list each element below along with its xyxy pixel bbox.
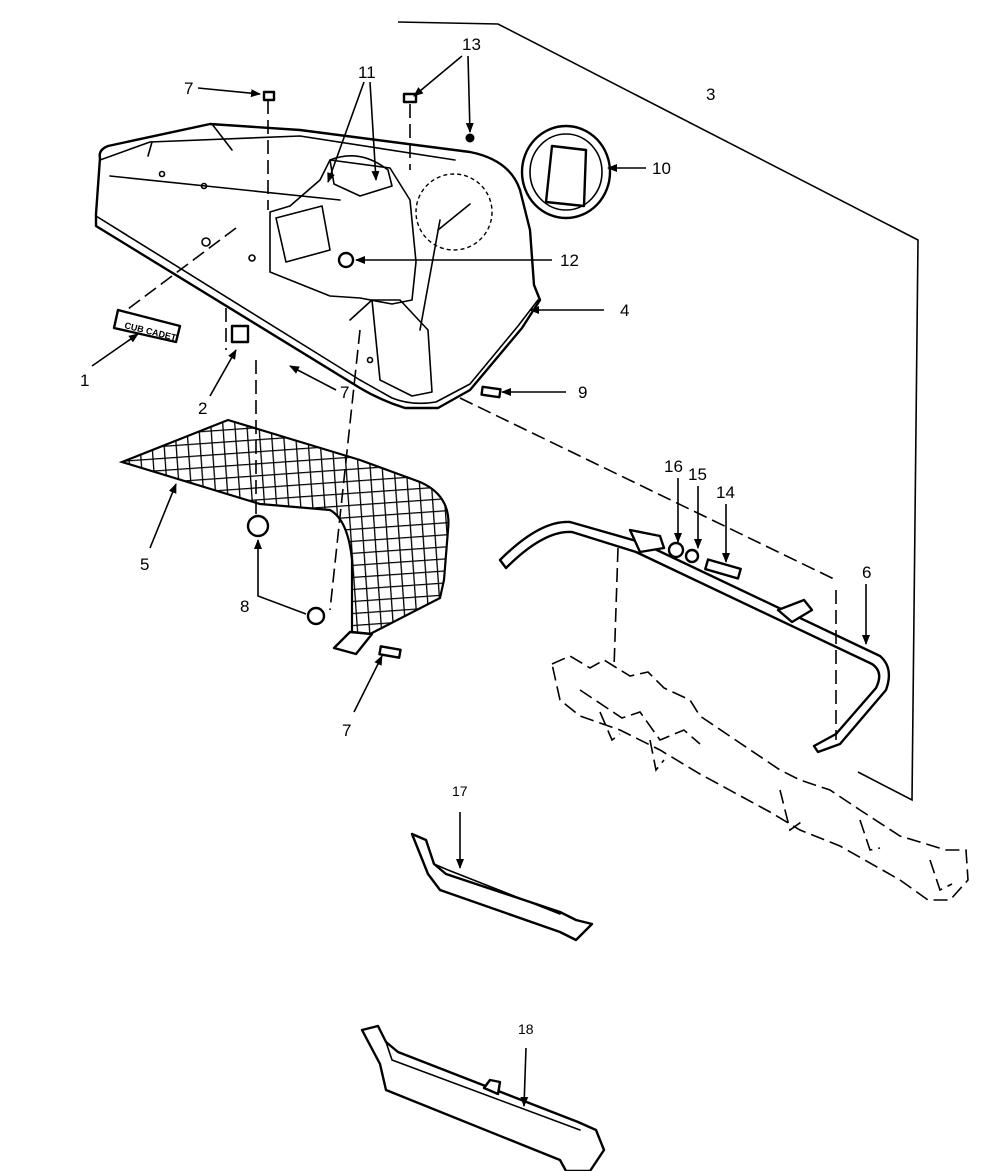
callout-18: 18 [518, 1021, 534, 1037]
callout-14: 14 [716, 483, 735, 502]
emblem [230, 324, 250, 344]
nameplate: CUB CADET [112, 308, 182, 344]
callout-9: 9 [578, 383, 587, 402]
mounting-frame-outline [551, 655, 969, 901]
rod-assembly [498, 520, 891, 754]
callout-13: 13 [462, 35, 481, 54]
callout-6: 6 [862, 563, 871, 582]
callout-2: 2 [198, 399, 207, 418]
window [520, 124, 612, 220]
callout-labels: 1 2 3 4 5 6 7 7 7 8 9 10 11 12 13 14 15 … [80, 35, 871, 1037]
hood [94, 122, 542, 410]
callout-11: 11 [358, 63, 376, 82]
callout-12: 12 [560, 251, 579, 270]
callout-5: 5 [140, 555, 149, 574]
callout-8: 8 [240, 597, 249, 616]
washer-8a [246, 514, 270, 538]
screen [118, 418, 450, 656]
screw-13 [402, 92, 418, 104]
screw-13b [465, 133, 475, 143]
callout-17: 17 [452, 783, 468, 799]
nut-15 [684, 548, 700, 564]
callout-1: 1 [80, 371, 89, 390]
leader-lines [123, 100, 837, 740]
mounting-bracket-17 [410, 832, 594, 942]
mounting-bracket-18 [360, 1024, 606, 1171]
callout-7-top: 7 [184, 79, 193, 98]
washer-16 [667, 541, 685, 559]
assembly-bracket-line [397, 21, 919, 802]
callout-arrows [91, 55, 870, 1107]
bolt-9 [480, 385, 502, 399]
callout-7-middle: 7 [340, 383, 349, 402]
callout-4: 4 [620, 301, 629, 320]
callout-16: 16 [664, 457, 683, 476]
nut-8b [306, 606, 326, 626]
pin-7 [378, 645, 402, 659]
callout-3: 3 [706, 85, 715, 104]
callout-15: 15 [688, 465, 707, 484]
bolt-14 [704, 558, 742, 580]
screw-7-top [262, 90, 276, 102]
nut-12 [337, 251, 355, 269]
callout-10: 10 [652, 159, 671, 178]
callout-7-bottom: 7 [342, 721, 351, 740]
hardware [246, 90, 742, 659]
